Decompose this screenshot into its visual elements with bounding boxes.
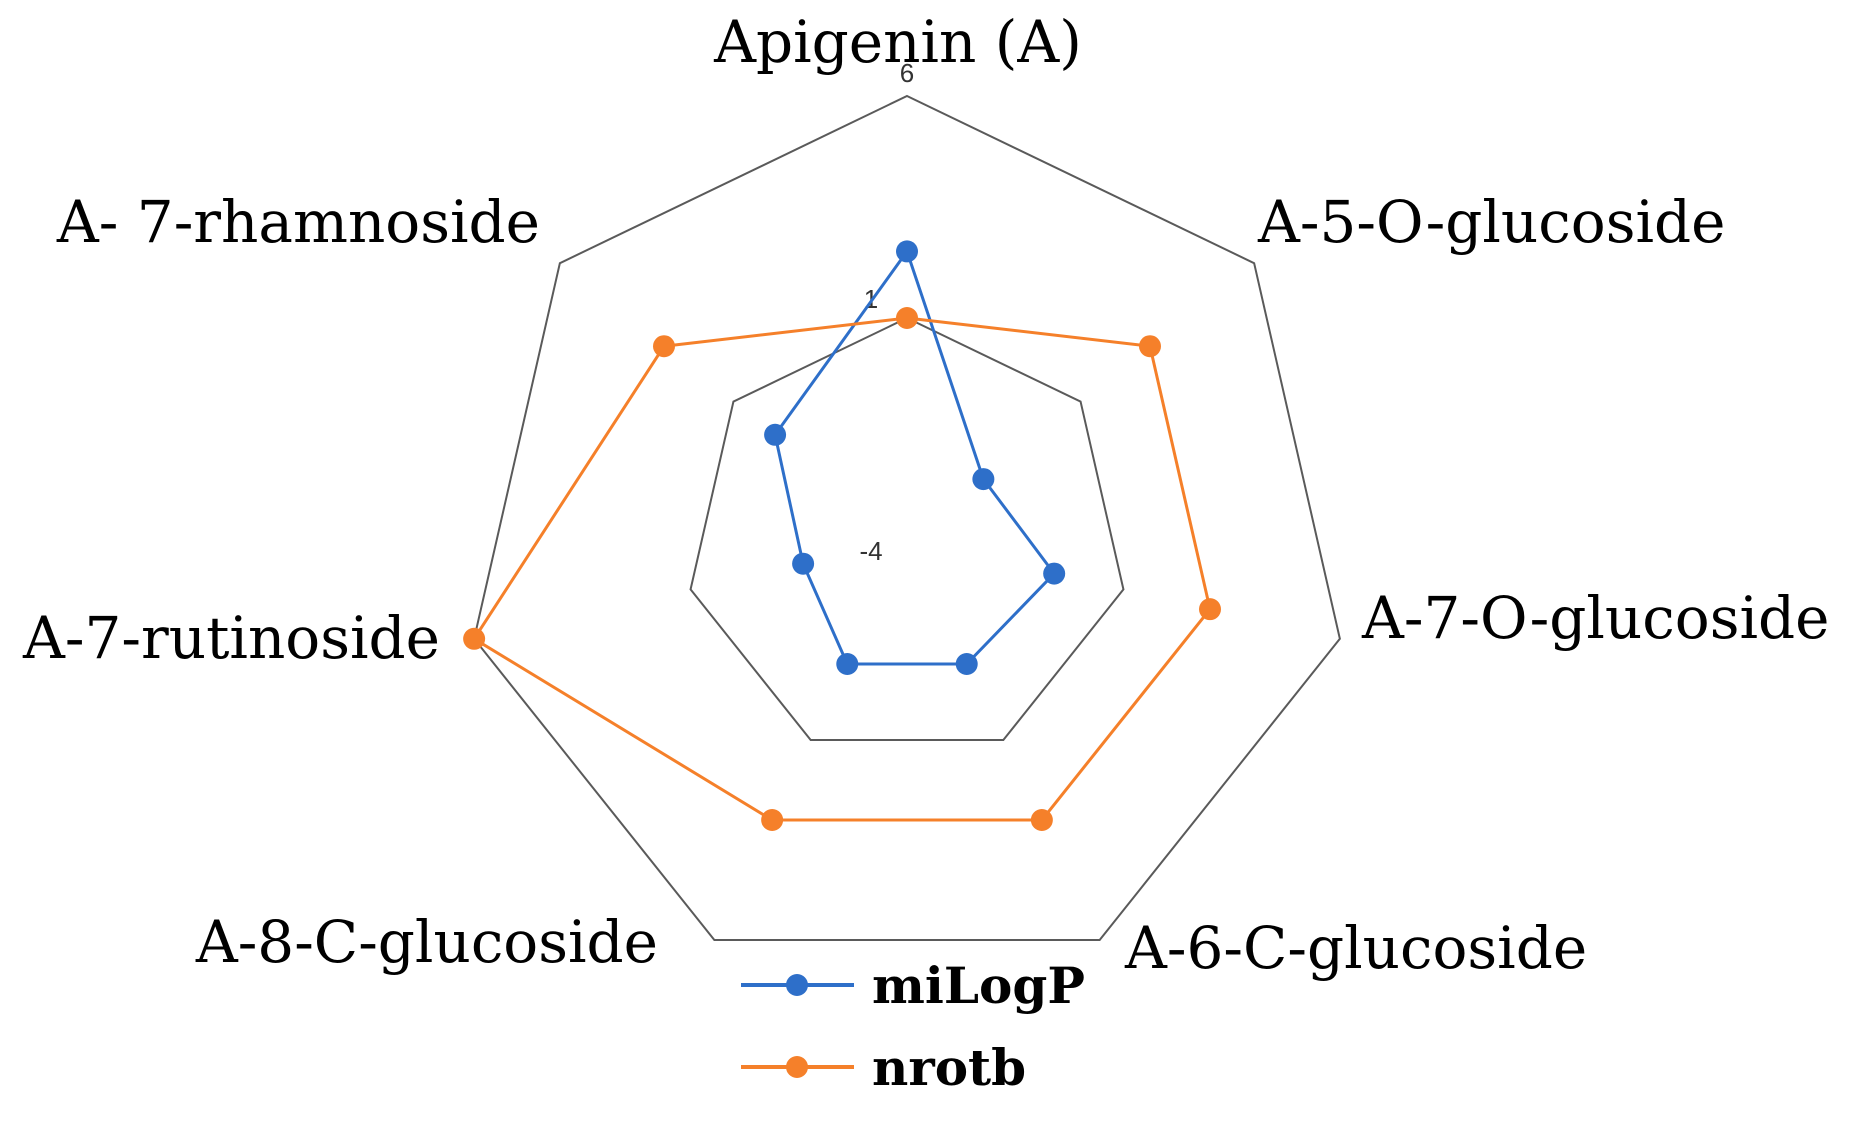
category-label-3: A-6-C-glucoside <box>1124 914 1587 982</box>
series-line-nrotb <box>472 316 1212 822</box>
series-layer <box>463 240 1222 832</box>
category-label-4: A-8-C-glucoside <box>195 908 658 976</box>
data-point-nrotb-1[interactable] <box>1138 335 1161 358</box>
category-label-layer: Apigenin (A) A-5-O-glucosideA-7-O-glucosi… <box>22 8 1829 982</box>
category-label-6: A- 7-rhamnoside <box>56 188 540 256</box>
legend-item-nrotb[interactable]: nrotb <box>741 1038 1026 1097</box>
series-line-milogp <box>773 249 1056 666</box>
data-point-milogp-1[interactable] <box>972 468 995 491</box>
data-point-milogp-3[interactable] <box>955 653 978 676</box>
category-label-5: A-7-rutinoside <box>22 604 440 672</box>
legend: miLogP nrotb <box>741 956 1085 1097</box>
legend-marker-nrotb <box>786 1056 808 1078</box>
grid-layer <box>473 94 1341 942</box>
tick-label-0: 6 <box>900 58 914 88</box>
tick-label-2: -4 <box>859 536 882 566</box>
data-point-milogp-6[interactable] <box>764 423 787 446</box>
legend-label-nrotb: nrotb <box>872 1038 1026 1097</box>
data-point-milogp-4[interactable] <box>836 653 859 676</box>
legend-item-milogp[interactable]: miLogP <box>741 956 1085 1015</box>
legend-marker-milogp <box>786 974 808 996</box>
category-label-1: A-5-O-glucoside <box>1257 188 1725 256</box>
legend-label-milogp: miLogP <box>872 956 1085 1015</box>
data-point-nrotb-6[interactable] <box>653 335 676 358</box>
data-point-milogp-2[interactable] <box>1043 562 1066 585</box>
category-label-0: Apigenin (A) <box>713 8 1082 76</box>
tick-label-layer: 61-4 <box>859 58 914 566</box>
data-point-milogp-5[interactable] <box>792 552 815 575</box>
data-point-milogp-0[interactable] <box>896 240 918 263</box>
data-point-nrotb-3[interactable] <box>1030 809 1053 832</box>
grid-ring-0 <box>473 94 1341 942</box>
data-point-nrotb-2[interactable] <box>1199 598 1222 621</box>
data-point-nrotb-0[interactable] <box>896 307 918 329</box>
data-point-nrotb-4[interactable] <box>761 809 784 832</box>
grid-ring-1 <box>689 316 1125 742</box>
data-point-nrotb-5[interactable] <box>463 627 486 650</box>
category-label-2: A-7-O-glucoside <box>1361 584 1829 652</box>
